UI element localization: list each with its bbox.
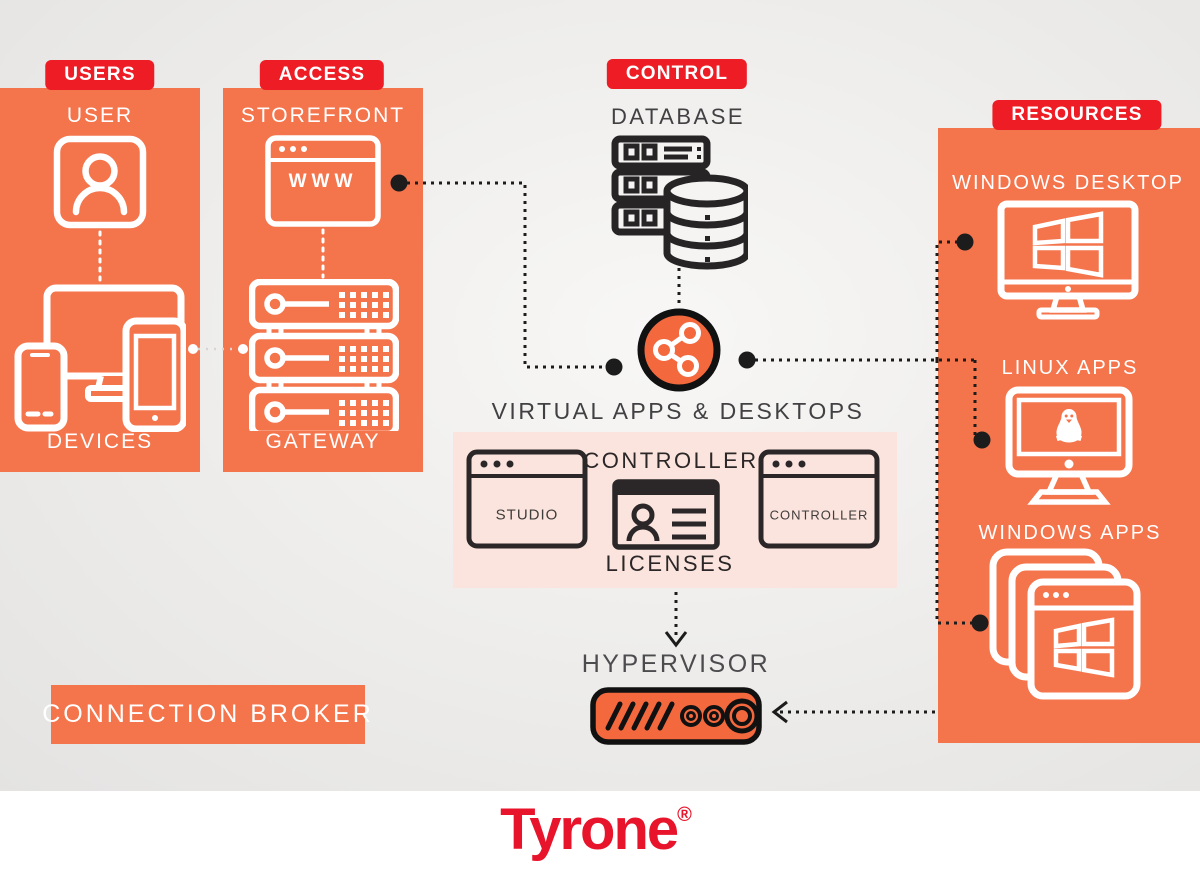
brand-name: Tyrone [500,797,679,862]
hypervisor-label: HYPERVISOR [581,650,771,678]
storefront-browser-icon: WWW [265,135,381,227]
windows-apps-icon [989,548,1141,700]
gateway-icon [249,279,399,431]
brand-logo: Tyrone® [500,796,692,863]
hypervisor-icon [590,687,762,745]
devices-icon [14,284,186,432]
controller-window-label: CONTROLLER [769,507,869,523]
storefront-label: STOREFRONT [240,104,406,127]
connection-broker-box: CONNECTION BROKER [42,685,371,744]
gateway-label: GATEWAY [265,430,381,453]
connection-broker-label: CONNECTION BROKER [42,700,374,728]
user-label: USER [66,104,134,127]
resources-tag: RESOURCES [992,100,1162,130]
controller-window-icon: CONTROLLER [758,449,880,549]
registered-mark: ® [677,804,692,826]
www-label: WWW [288,171,358,192]
studio-label: STUDIO [495,506,559,524]
licenses-id-card-icon [612,479,720,550]
windows-apps-label: WINDOWS APPS [978,522,1162,544]
users-tag: USERS [45,60,155,90]
control-tag: CONTROL [606,59,748,89]
licenses-label: LICENSES [605,551,735,576]
database-label: DATABASE [610,104,746,129]
virtual-apps-desktops-label: VIRTUAL APPS & DESKTOPS [491,398,865,424]
user-icon [53,135,147,229]
studio-window-icon: STUDIO [466,449,588,549]
access-tag: ACCESS [259,60,385,90]
windows-desktop-icon [997,200,1139,320]
database-icon [610,133,748,271]
devices-label: DEVICES [46,430,154,453]
linux-apps-label: LINUX APPS [1001,357,1139,379]
share-icon [637,308,721,392]
linux-apps-icon [1005,386,1133,512]
controller-heading: CONTROLLER [583,448,759,473]
windows-desktop-label: WINDOWS DESKTOP [952,172,1184,194]
